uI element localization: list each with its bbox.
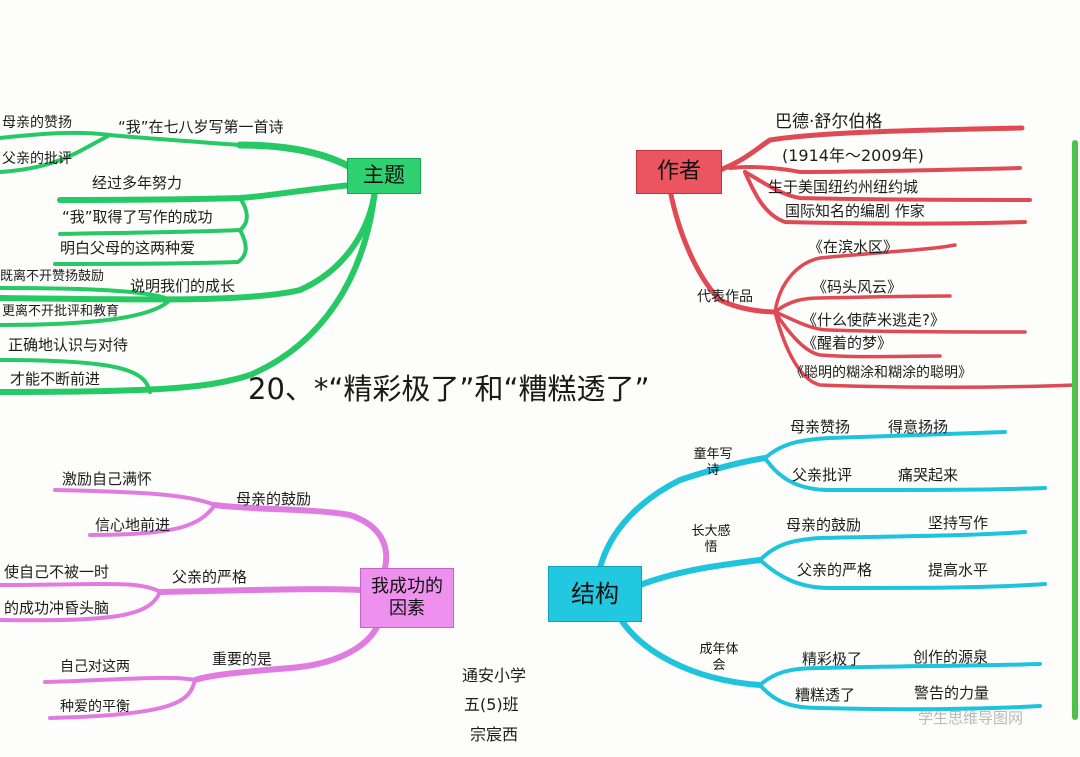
- structure-grown-item-2b: 提高水平: [928, 561, 989, 579]
- factors-father-item-1: 使自己不被一时: [4, 563, 110, 581]
- theme-link-lower: [0, 187, 378, 303]
- structure-adult-item-1a: 精彩极了: [802, 650, 863, 668]
- factor-link-i2: [48, 678, 197, 720]
- theme-branch-first-poem: “我”在七八岁写第一首诗: [118, 118, 284, 136]
- theme-branch-need-criticism: 更离不开批评和教育: [2, 304, 120, 319]
- theme-branches: [0, 130, 378, 395]
- theme-branch-understand-love: 明白父母的这两种爱: [60, 239, 196, 257]
- theme-link-father: [0, 133, 112, 174]
- page-title: 20、*“精彩极了”和“糟糕透了”: [248, 372, 650, 406]
- theme-link-main: [236, 141, 356, 172]
- signature-class: 五(5)班: [464, 695, 519, 714]
- structure-link-a2: [758, 683, 1042, 712]
- structure-childhood-item-1a: 母亲赞扬: [790, 418, 851, 436]
- factors-important-label: 重要的是: [212, 650, 273, 668]
- author-link-w2: [773, 294, 952, 314]
- watermark: 学生思维导图网: [918, 709, 1024, 727]
- factor-link-father: [157, 586, 363, 595]
- theme-branch-father-criticism: 父亲的批评: [2, 151, 72, 167]
- structure-link-c2: [763, 456, 1047, 492]
- structure-link-c1: [763, 430, 1007, 460]
- author-link-w1: [773, 243, 957, 314]
- structure-adult-item-2b: 警告的力量: [914, 684, 990, 702]
- structure-childhood-item-2a: 父亲批评: [792, 466, 853, 484]
- factor-link-important: [192, 617, 383, 683]
- structure-section-childhood: 童年写诗: [693, 447, 733, 478]
- theme-branch-years-effort: 经过多年努力: [92, 174, 183, 192]
- structure-link-g1: [758, 530, 1027, 562]
- structure-link-grown: [637, 557, 763, 588]
- theme-branch-our-growth: 说明我们的成长: [130, 277, 236, 295]
- author-years: (1914年～2009年): [782, 146, 924, 165]
- structure-link-adult: [617, 615, 763, 688]
- factor-branches: [0, 488, 390, 720]
- factors-father-item-2: 的成功冲昏头脑: [4, 599, 110, 617]
- author-link-w3: [773, 310, 1027, 334]
- signature-school: 通安小学: [462, 666, 527, 685]
- author-work-5: 《聪明的糊涂和糊涂的聪明》: [790, 365, 972, 381]
- factors-important-item-1: 自己对这两: [60, 659, 130, 675]
- author-link-info: [717, 125, 1025, 173]
- structure-link-g2: [758, 558, 1047, 590]
- factor-link-mother: [212, 502, 390, 571]
- author-profession: 国际知名的编剧 作家: [785, 202, 925, 220]
- structure-link-a1: [758, 662, 1042, 687]
- structure-childhood-item-2b: 痛哭起来: [898, 466, 959, 484]
- structure-adult-item-2a: 糟糕透了: [795, 686, 856, 704]
- author-link-works: [667, 187, 778, 315]
- theme-branch-writing-success: “我”取得了写作的成功: [62, 208, 213, 226]
- theme-branch-correctly-understand: 正确地认识与对待: [8, 336, 129, 354]
- theme-branch-need-encouragement: 既离不开赞扬鼓励: [0, 269, 105, 284]
- structure-node: 结构: [548, 566, 642, 622]
- structure-grown-item-1a: 母亲的鼓励: [786, 516, 862, 534]
- structure-grown-item-1b: 坚持写作: [928, 514, 989, 532]
- factor-link-f1: [0, 581, 162, 594]
- theme-link-bottom: [0, 187, 378, 395]
- structure-branches: [597, 430, 1047, 712]
- author-birthplace: 生于美国纽约州纽约城: [768, 178, 919, 196]
- factors-father-label: 父亲的严格: [172, 568, 248, 586]
- theme-node: 主题: [347, 158, 421, 194]
- theme-link-criticism: [0, 298, 172, 327]
- factor-link-m2: [88, 503, 217, 537]
- author-work-3: 《什么使萨米逃走?》: [802, 311, 945, 329]
- theme-link-upper: [57, 182, 355, 203]
- author-works-label: 代表作品: [697, 289, 753, 305]
- factor-link-i1: [43, 675, 197, 684]
- theme-link-success: [58, 196, 249, 236]
- theme-link-understand: [53, 228, 248, 266]
- factors-mother-item-1: 激励自己满怀: [62, 470, 153, 488]
- structure-grown-item-2a: 父亲的严格: [797, 561, 873, 579]
- structure-section-grown: 长大感悟: [691, 524, 731, 555]
- factors-node: 我成功的因素: [360, 568, 454, 628]
- structure-childhood-item-1b: 得意扬扬: [888, 418, 949, 436]
- factors-mother-item-2: 信心地前进: [95, 516, 171, 534]
- structure-link-childhood: [597, 455, 768, 571]
- author-link-born: [743, 170, 1032, 202]
- author-link-w4: [773, 310, 942, 359]
- author-link-w5: [773, 310, 1077, 389]
- structure-section-adult: 成年体会: [699, 642, 739, 673]
- author-node: 作者: [636, 150, 722, 194]
- structure-adult-item-1b: 创作的源泉: [913, 648, 989, 666]
- author-link-famous: [743, 170, 1027, 226]
- factor-link-m1: [53, 488, 217, 507]
- author-work-1: 《在滨水区》: [808, 238, 899, 256]
- signature-name: 宗宸西: [470, 725, 519, 744]
- theme-branch-keep-progressing: 才能不断前进: [10, 370, 101, 388]
- author-branches: [667, 125, 1077, 389]
- author-work-4: 《醒着的梦》: [802, 334, 893, 352]
- theme-link-encourage: [0, 286, 172, 302]
- factors-important-item-2: 种爱的平衡: [60, 699, 130, 715]
- author-link-years: [728, 165, 1022, 174]
- factor-link-f2: [0, 590, 162, 623]
- theme-branch-mother-praise: 母亲的赞扬: [2, 115, 72, 131]
- right-edge-marker: [1072, 140, 1078, 720]
- author-work-2: 《码头风云》: [812, 278, 903, 296]
- theme-link-correct: [0, 358, 152, 394]
- factors-mother-label: 母亲的鼓励: [236, 490, 312, 508]
- author-name: 巴德·舒尔伯格: [775, 112, 883, 132]
